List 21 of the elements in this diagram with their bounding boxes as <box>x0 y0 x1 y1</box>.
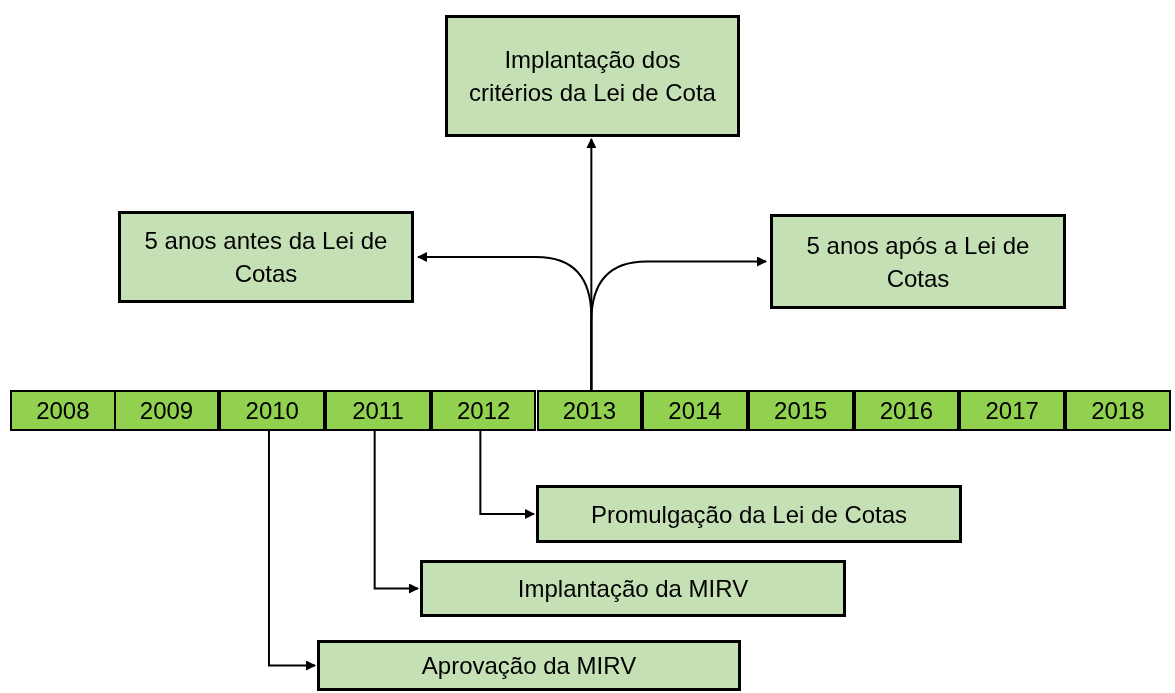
year-cell: 2011 <box>325 390 431 431</box>
year-cell: 2013 <box>536 390 643 431</box>
year-cell: 2014 <box>642 390 748 431</box>
arrow <box>479 430 535 519</box>
event-box: Aprovação da MIRV <box>317 640 741 691</box>
event-box: 5 anos após a Lei de Cotas <box>770 214 1066 309</box>
arrow <box>373 430 419 594</box>
year-cell: 2009 <box>113 390 220 431</box>
arrow <box>590 256 767 391</box>
year-cell: 2015 <box>747 390 854 431</box>
arrow <box>267 430 316 671</box>
year-cell: 2008 <box>10 390 116 431</box>
event-box: 5 anos antes da Lei de Cotas <box>118 211 414 303</box>
event-box: Promulgação da Lei de Cotas <box>536 485 962 543</box>
event-box: Implantação da MIRV <box>420 560 846 617</box>
year-cell: 2012 <box>430 390 537 431</box>
year-cell: 2017 <box>959 390 1065 431</box>
year-cell: 2010 <box>219 390 326 431</box>
year-cell: 2016 <box>853 390 960 431</box>
event-box: Implantação dos critérios da Lei de Cota <box>445 15 740 137</box>
year-cell: 2018 <box>1065 390 1171 431</box>
